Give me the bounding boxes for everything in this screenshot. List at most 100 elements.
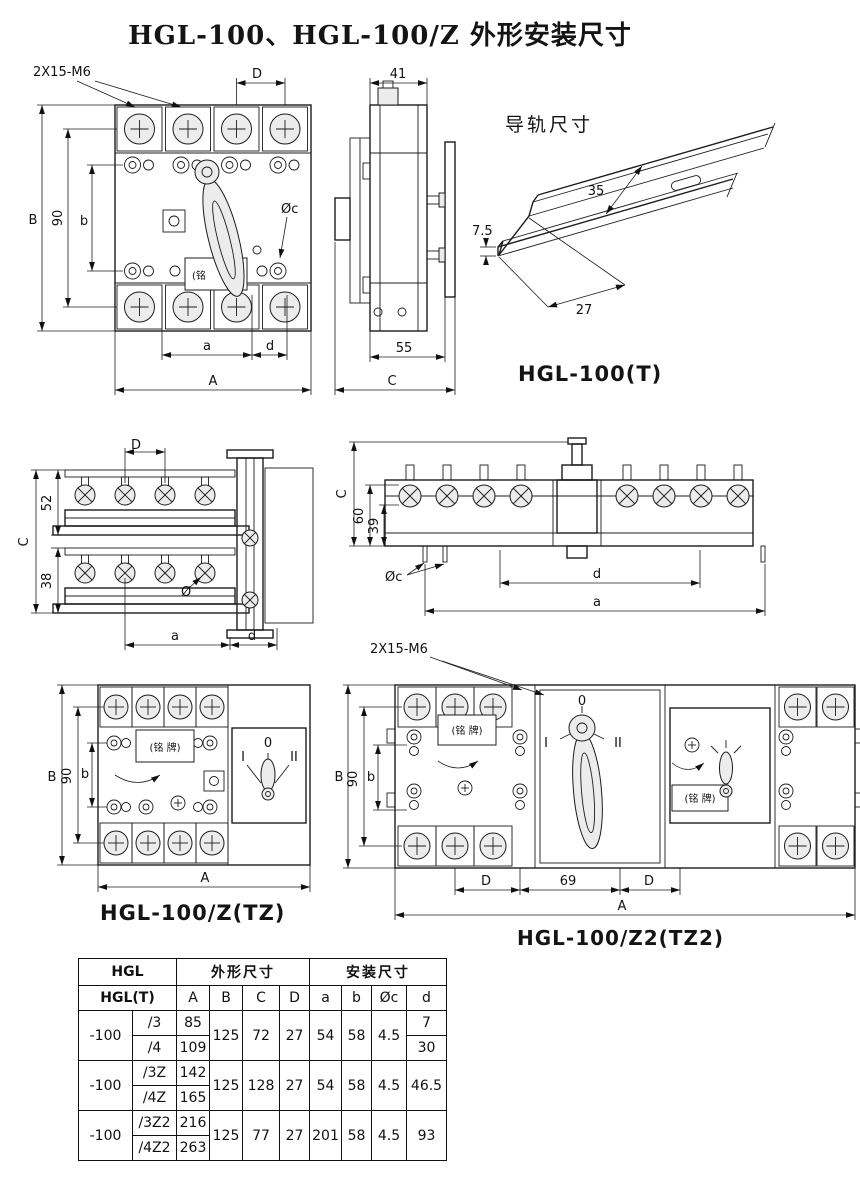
front-view-body: (铭 [114, 104, 312, 332]
col-header-A: A [176, 985, 210, 1011]
dim-label-D-right: D [644, 874, 654, 889]
cell-d: 46.5 [406, 1060, 447, 1111]
tz-dimensions: B 90 b A [48, 684, 311, 892]
stack-view-drawing: D C 52 38 Ø a d [17, 438, 314, 650]
dim-label-C: C [387, 374, 396, 389]
handle-pivot [194, 159, 220, 185]
col-header-C: C [242, 985, 280, 1011]
cell-a: 201 [309, 1110, 342, 1161]
selector-pos-1: I [544, 736, 548, 751]
cell-variant: /4Z2 [132, 1135, 177, 1161]
cell-D: 27 [279, 1010, 310, 1061]
selector-pos-2: II [614, 736, 622, 751]
dim-label-C: C [17, 537, 32, 546]
dim-label-D: D [131, 438, 141, 453]
dim-label-C: C [335, 489, 350, 498]
col-header-D: D [279, 985, 310, 1011]
tz2-caption: HGL-100/Z2(TZ2) [517, 926, 725, 950]
top-view-drawing: C 60 39 Øc d a [335, 437, 766, 616]
rail-caption: HGL-100(T) [518, 362, 663, 386]
cell-model: -100 [78, 1060, 133, 1111]
dim-label-d: d [593, 567, 601, 582]
cell-variant: /3 [132, 1010, 177, 1036]
dim-label-A: A [618, 899, 627, 914]
tz-terminals-bottom [99, 822, 229, 864]
tz2-selector-panel: (铭 牌) [669, 707, 771, 824]
dim-label-39: 39 [367, 518, 382, 535]
header-hgl-t: HGL(T) [78, 985, 177, 1011]
col-header-b: b [341, 985, 372, 1011]
nameplate-label-right: (铭 牌) [685, 792, 716, 805]
cell-model: -100 [78, 1110, 133, 1161]
cell-variant: /4 [132, 1035, 177, 1061]
rotation-arrow-right [671, 762, 705, 771]
dim-label-55: 55 [396, 341, 413, 356]
cell-B: 125 [209, 1010, 243, 1061]
cell-model: -100 [78, 1010, 133, 1061]
side-view-drawing: 41 55 C [334, 67, 456, 395]
stack-tier-top [52, 469, 250, 536]
tz-caption: HGL-100/Z(TZ) [100, 901, 286, 925]
binding-posts-bottom [124, 245, 287, 280]
tz2-view-drawing: (铭 牌) 0 I II (铭 牌) [335, 642, 860, 920]
cell-B: 125 [209, 1110, 243, 1161]
selector-pos-0: 0 [264, 736, 272, 751]
dim-label-A: A [209, 374, 218, 389]
dim-label-60: 60 [352, 508, 367, 525]
center-shaft [556, 437, 598, 559]
front-view-dimensions: 2X15-M6 D B 90 b Øc a d A [29, 65, 312, 395]
dim-label-b: b [80, 214, 88, 229]
tz-posts [106, 735, 218, 815]
cell-variant: /3Z [132, 1060, 177, 1086]
din-rail-drawing: 35 7.5 27 [472, 122, 776, 318]
dim-label-52: 52 [40, 495, 55, 512]
top-view-body [384, 437, 766, 563]
selector-pos-0: 0 [578, 694, 586, 709]
nameplate-label-left: (铭 牌) [452, 724, 483, 737]
col-header-B: B [209, 985, 243, 1011]
rotation-arrow [114, 774, 161, 783]
nameplate-label: (铭 牌) [150, 741, 181, 754]
header-outline-dims: 外形尺寸 [176, 958, 310, 986]
dim-label-B: B [335, 770, 344, 785]
terminal-row-top [116, 106, 308, 152]
cell-b: 58 [341, 1110, 372, 1161]
switch-handle [572, 732, 603, 850]
cell-A: 142 [176, 1060, 210, 1086]
dim-label-35: 35 [588, 184, 605, 199]
cell-A: 216 [176, 1110, 210, 1136]
cell-D: 27 [279, 1110, 310, 1161]
table-row: -100 /3Z2 216 125 77 27 201 58 4.5 93 [78, 1110, 447, 1161]
selector-pointer [260, 758, 276, 792]
dim-label-mount: 2X15-M6 [370, 642, 428, 657]
dim-label-phi-c: Øc [281, 202, 298, 217]
cell-b: 58 [341, 1010, 372, 1061]
rail-slot [670, 175, 702, 191]
handle-hub-side [334, 197, 351, 241]
cell-variant: /4Z [132, 1085, 177, 1111]
header-install-dims: 安装尺寸 [309, 958, 447, 986]
din-rail-dimensions: 35 7.5 27 [472, 165, 643, 318]
tz-terminals-top [99, 686, 229, 728]
dim-label-a: a [593, 595, 601, 610]
front-view-drawing: (铭 2X15-M6 D B 90 b Øc a d [29, 65, 312, 395]
cell-phi-c: 4.5 [371, 1010, 407, 1061]
cell-phi-c: 4.5 [371, 1110, 407, 1161]
dim-label-B: B [48, 770, 57, 785]
switch-handle [202, 179, 245, 297]
dim-label-D: D [252, 67, 262, 82]
dim-label-b: b [367, 770, 375, 785]
col-header-a: a [309, 985, 342, 1011]
tz-body: (铭 牌) 0 I II [97, 684, 311, 866]
col-header-phi-c: Øc [371, 985, 407, 1011]
rotation-arrow-left [437, 760, 479, 769]
dim-label-38: 38 [40, 573, 55, 590]
page-title: HGL-100、HGL-100/Z 外形安装尺寸 [128, 21, 632, 51]
selector-pos-1: I [241, 750, 245, 765]
terminal-screws-side [426, 192, 446, 263]
cell-B: 125 [209, 1060, 243, 1111]
dim-label-41: 41 [390, 67, 407, 82]
cell-A: 165 [176, 1085, 210, 1111]
dim-label-mount: 2X15-M6 [33, 65, 91, 80]
dim-label-90: 90 [60, 768, 75, 785]
